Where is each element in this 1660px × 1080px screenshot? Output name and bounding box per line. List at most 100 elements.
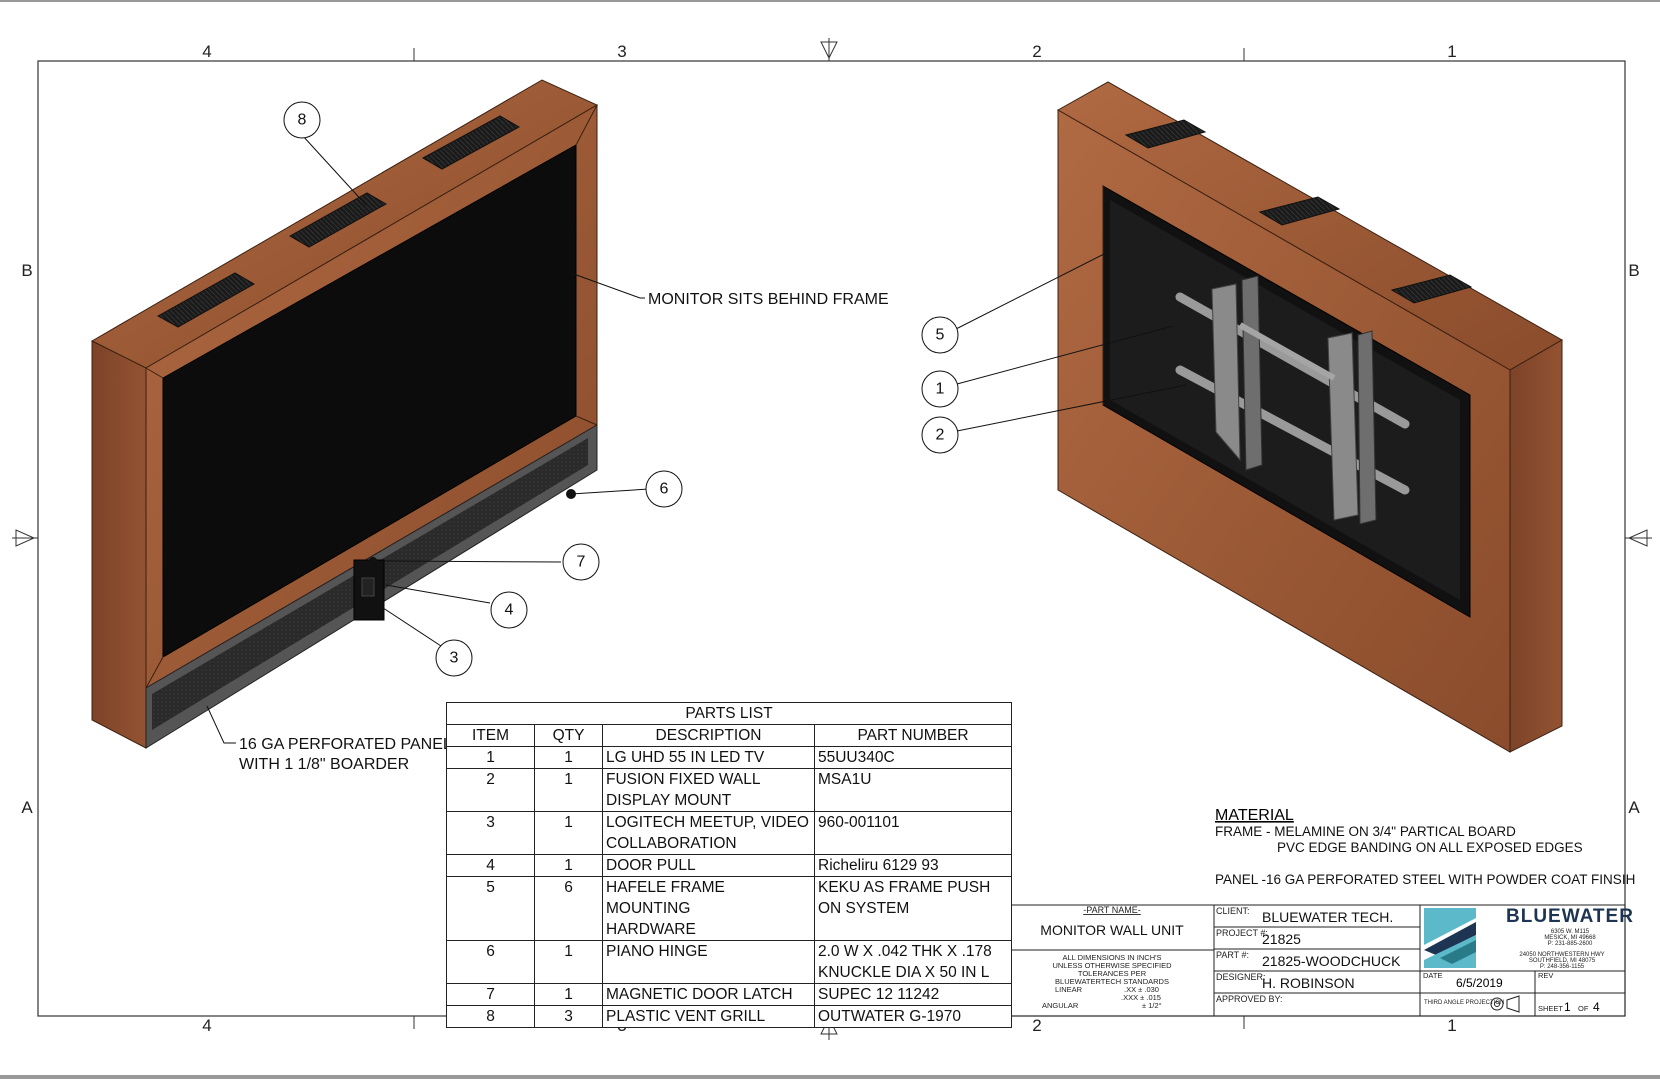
panel-note-line2: WITH 1 1/8" BOARDER — [239, 756, 409, 773]
part-number-cell: Richeliru 6129 93 — [813, 854, 1013, 877]
back-balloons: 5 1 2 — [921, 316, 959, 454]
description-cell-line: PLASTIC VENT GRILL — [606, 1008, 766, 1025]
qty-cell: 1 — [534, 854, 603, 877]
balloon-7 — [562, 543, 600, 581]
address2-line3: P: 248-356-1155 — [1540, 964, 1585, 970]
header-part-number: PART NUMBER — [813, 724, 1013, 747]
balloon-1-label: 1 — [936, 381, 945, 398]
back-side-face — [1509, 339, 1563, 753]
part-number-cell-line: KNUCKLE DIA X 50 IN L — [818, 964, 990, 981]
panel-note-line1: 16 GA PERFORATED PANEL — [239, 736, 452, 753]
zone-bottom-4: 4 — [202, 1016, 211, 1035]
tolerance-line-2: UNLESS OTHERWISE SPECIFIED — [1052, 961, 1172, 970]
sheet-label: SHEET — [1538, 1004, 1563, 1013]
front-side-face — [91, 340, 147, 749]
description-cell-line: HAFELE FRAME MOUNTING — [606, 879, 725, 917]
balloon-2 — [921, 416, 959, 454]
balloon-2-label: 2 — [936, 427, 945, 444]
of-label: OF — [1578, 1004, 1589, 1013]
item-cell: 5 — [446, 876, 535, 941]
title-block-text: -PART NAME- MONITOR WALL UNIT ALL DIMENS… — [1040, 905, 1633, 1014]
linear-xxx: .XXX ± .015 — [1121, 993, 1161, 1002]
address2-line2: SOUTHFIELD, MI 48075 — [1529, 958, 1596, 964]
item-cell: 6 — [446, 940, 535, 984]
qty-cell: 3 — [534, 1005, 603, 1028]
vent-grill-2 — [288, 192, 388, 248]
material-line3: PANEL -16 GA PERFORATED STEEL WITH POWDE… — [1215, 872, 1635, 887]
monitor-note: MONITOR SITS BEHIND FRAME — [648, 291, 889, 308]
linear-xx: .XX ± .030 — [1124, 985, 1159, 994]
description-cell: PIANO HINGE — [602, 940, 815, 984]
part-number-cell: SUPEC 12 11242 — [813, 983, 1013, 1006]
front-leaders — [206, 134, 650, 744]
zone-top-2: 2 — [1032, 42, 1041, 61]
rev-label: REV — [1538, 971, 1553, 980]
qty-cell: 1 — [534, 940, 603, 984]
balloon-7-label: 7 — [577, 554, 586, 571]
header-item: ITEM — [446, 724, 535, 747]
part-number-cell-line: 2.0 W X .042 THK X .178 — [818, 943, 992, 960]
balloon-4-label: 4 — [505, 602, 514, 619]
balloon-8-label: 8 — [298, 112, 307, 129]
designer-label: DESIGNER: — [1216, 972, 1266, 982]
qty-cell: 1 — [534, 811, 603, 855]
parts-list-title: PARTS LIST — [445, 702, 1013, 725]
description-cell-line: FUSION FIXED WALL — [606, 771, 761, 788]
zone-left-b: B — [21, 261, 32, 280]
front-balloons: 8 6 7 4 3 — [283, 101, 683, 677]
title-block — [1010, 904, 1626, 1017]
back-iso-view — [1056, 81, 1564, 753]
vent-grill-3 — [421, 115, 521, 170]
description-cell: HAFELE FRAME MOUNTING HARDWARE — [602, 876, 815, 941]
part-number-value: 21825-WOODCHUCK — [1262, 953, 1401, 969]
zone-right-b: B — [1628, 261, 1639, 280]
address2-line1: 24050 NORTHWESTERN HWY — [1519, 952, 1604, 958]
qty-cell: 1 — [534, 983, 603, 1006]
description-cell-line: HARDWARE — [606, 921, 696, 938]
balloon-5 — [921, 316, 959, 354]
front-iso-view — [90, 79, 599, 749]
part-number-cell-line: KEKU AS FRAME PUSH — [818, 879, 991, 896]
client-value: BLUEWATER TECH. — [1262, 909, 1393, 925]
zone-top-3: 3 — [617, 42, 626, 61]
material-line2: PVC EDGE BANDING ON ALL EXPOSED EDGES — [1277, 840, 1583, 855]
zone-bottom-2: 2 — [1032, 1016, 1041, 1035]
part-number-cell-line: SUPEC 12 11242 — [818, 986, 940, 1003]
bluewater-logo-mark — [1424, 908, 1476, 968]
qty-cell: 6 — [534, 876, 603, 941]
part-number-cell-line: 960-001101 — [818, 814, 900, 831]
balloon-1 — [921, 370, 959, 408]
projection-symbol-circle — [1490, 997, 1504, 1011]
item-cell: 2 — [446, 768, 535, 812]
zone-top-1: 1 — [1447, 42, 1456, 61]
balloon-5-label: 5 — [936, 327, 945, 344]
zone-bottom-1: 1 — [1447, 1016, 1456, 1035]
sheet-total: 4 — [1593, 1000, 1600, 1014]
designer-value: H. ROBINSON — [1262, 975, 1355, 991]
part-number-cell: 55UU340C — [813, 746, 1013, 769]
item-cell: 3 — [446, 811, 535, 855]
description-cell: PLASTIC VENT GRILL — [602, 1005, 815, 1028]
description-cell-line: DOOR PULL — [606, 857, 696, 874]
part-number-cell-line: 55UU340C — [818, 749, 895, 766]
item-cell: 7 — [446, 983, 535, 1006]
client-label: CLIENT: — [1216, 906, 1250, 916]
wall-mount — [1175, 275, 1410, 525]
material-notes: MATERIAL FRAME - MELAMINE ON 3/4" PARTIC… — [1215, 807, 1635, 887]
part-name-label: -PART NAME- — [1083, 905, 1141, 915]
back-vent-2 — [1258, 196, 1341, 226]
header-description: DESCRIPTION — [602, 724, 815, 747]
address1-line1: 6305 W. M115 — [1551, 929, 1590, 935]
part-name-value: MONITOR WALL UNIT — [1040, 922, 1184, 938]
header-qty: QTY — [534, 724, 603, 747]
zone-top-4: 4 — [202, 42, 211, 61]
description-cell-line: MAGNETIC DOOR LATCH — [606, 986, 793, 1003]
